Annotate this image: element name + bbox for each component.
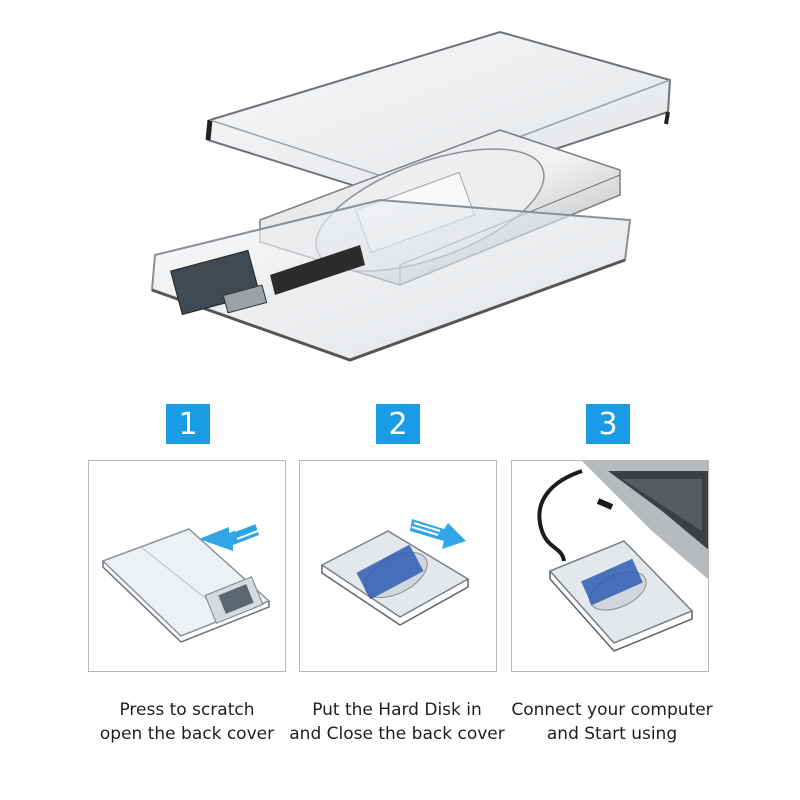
step-3-badge: 3 <box>586 404 630 444</box>
usb-cable-image <box>537 469 614 562</box>
arrow-right-icon <box>410 519 466 549</box>
caption-line: and Close the back cover <box>289 724 505 744</box>
step-1-badge: 1 <box>166 404 210 444</box>
caption-line: Put the Hard Disk in <box>312 700 482 720</box>
clear-base-tray <box>150 198 632 362</box>
caption-line: Press to scratch <box>119 700 255 720</box>
step-1-caption: Press to scratch open the back cover <box>72 698 302 746</box>
step-2-panel <box>299 460 497 672</box>
step-1-panel <box>88 460 286 672</box>
caption-line: and Start using <box>546 724 678 744</box>
open-enclosure-image <box>101 528 271 643</box>
step-2-badge: 2 <box>376 404 420 444</box>
laptop-image <box>582 461 708 580</box>
arrow-left-icon <box>199 520 266 551</box>
caption-line: Connect your computer <box>511 700 713 720</box>
enclosure-with-disk-image <box>548 540 694 652</box>
caption-line: open the back cover <box>99 724 275 744</box>
hero-enclosure-illustration <box>150 30 672 362</box>
step-3-caption: Connect your computer and Start using <box>497 698 727 746</box>
step-2-caption: Put the Hard Disk in and Close the back … <box>282 698 512 746</box>
enclosure-with-disk-image <box>320 530 470 626</box>
step-3-panel <box>511 460 709 672</box>
